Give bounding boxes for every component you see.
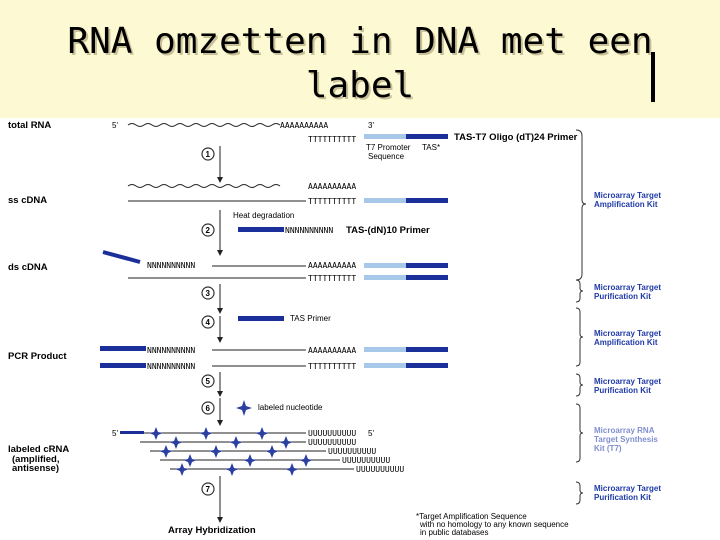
crna-five-prime: 5'	[112, 429, 118, 438]
title-accent-bar	[651, 52, 655, 102]
footnote-line-1: *Target Amplification Sequence	[416, 512, 527, 521]
pcr-tas-right-bottom	[406, 363, 448, 368]
step-2-circle	[201, 223, 215, 237]
kit-3-line-2: Amplification Kit	[594, 338, 658, 347]
title-line-2: label	[305, 65, 415, 106]
row-label-pcr-product: PCR Product	[8, 351, 67, 362]
labeled-nucleotide-markers	[149, 427, 313, 476]
heat-degradation-label: Heat degradation	[233, 211, 294, 220]
pcr-t7-top	[364, 347, 406, 352]
kit-4-line-1: Microarray Target	[594, 377, 661, 386]
ss-tas-segment	[406, 198, 448, 203]
ds-polyt: TTTTTTTTTT	[308, 274, 356, 283]
tas-primer-bar	[238, 316, 284, 321]
step-6-circle	[201, 401, 215, 415]
ss-mrna-strand	[127, 184, 281, 188]
kit-6-line-1: Microarray Target	[594, 484, 661, 493]
kit-3-line-1: Microarray Target	[594, 329, 661, 338]
ss-polya: AAAAAAAAAA	[308, 182, 356, 191]
pcr-random-top: NNNNNNNNNN	[147, 346, 195, 355]
ds-tas-bottom	[406, 275, 448, 280]
step-1-number: 1	[206, 150, 211, 159]
pcr-t7-bottom	[364, 363, 406, 368]
rna-amplification-diagram: total RNA ss cDNA ds cDNA PCR Product la…	[8, 120, 661, 537]
row-label-ds-cdna: ds cDNA	[8, 262, 48, 273]
footnote-line-3: in public databases	[420, 528, 489, 537]
kit-5-line-2: Target Synthesis	[594, 435, 658, 444]
step-7-circle	[201, 482, 215, 496]
step-5-number: 5	[206, 377, 211, 386]
random-primer-seq: NNNNNNNNNN	[285, 226, 333, 235]
ss-polyt: TTTTTTTTTT	[308, 197, 356, 206]
t7-promoter-label-1: T7 Promoter	[366, 143, 411, 152]
ds-tas-top	[406, 263, 448, 268]
pcr-polyt: TTTTTTTTTT	[308, 362, 356, 371]
footnote-line-2: with no homology to any known sequence	[419, 520, 569, 529]
crna-polyu-1: UUUUUUUUUU	[308, 429, 356, 438]
row-label-labeled-crna: labeled cRNA	[8, 444, 69, 455]
pcr-tas-right-top	[406, 347, 448, 352]
pcr-polya: AAAAAAAAAA	[308, 346, 356, 355]
tas-t7-primer-label: TAS-T7 Oligo (dT)24 Primer	[454, 132, 578, 143]
kit-1-line-2: Amplification Kit	[594, 200, 658, 209]
row-label-antisense: antisense)	[12, 463, 59, 474]
tas-primer-label: TAS Primer	[290, 314, 331, 323]
step-4-circle	[201, 315, 215, 329]
polya-tail: AAAAAAAAAA	[280, 121, 328, 130]
crna-polyu-3: UUUUUUUUUU	[328, 447, 376, 456]
kit-brackets	[575, 129, 587, 505]
kit-2-line-2: Purification Kit	[594, 292, 651, 301]
tas-segment	[406, 134, 448, 139]
row-label-ss-cdna: ss cDNA	[8, 195, 47, 206]
labeled-nucleotide-icon	[236, 400, 252, 416]
kit-5-line-3: Kit (T7)	[594, 444, 622, 453]
step-1-circle	[201, 147, 215, 161]
pcr-tas-bottom	[100, 363, 146, 368]
step-5-circle	[201, 374, 215, 388]
step-7-number: 7	[206, 485, 211, 494]
kit-5-line-1: Microarray RNA	[594, 426, 655, 435]
labeled-nucleotide-label: labeled nucleotide	[258, 403, 323, 412]
kit-6-line-2: Purification Kit	[594, 493, 651, 502]
slide-title: RNA omzetten in DNA met een label	[40, 20, 680, 108]
row-label-amplified: (amplified,	[12, 454, 60, 465]
crna-template-tas	[120, 431, 144, 434]
ss-t7-segment	[364, 198, 406, 203]
t7-promoter-segment	[364, 134, 406, 139]
pcr-random-bottom: NNNNNNNNNN	[147, 362, 195, 371]
kit-1-line-1: Microarray Target	[594, 191, 661, 200]
step-2-number: 2	[206, 226, 211, 235]
three-prime-end: 3'	[368, 121, 374, 130]
step-4-number: 4	[206, 318, 211, 327]
crna-polyu-5: UUUUUUUUUU	[356, 465, 404, 474]
step-6-number: 6	[206, 404, 211, 413]
kit-2-line-1: Microarray Target	[594, 283, 661, 292]
ds-random-seq: NNNNNNNNNN	[147, 261, 195, 270]
title-band	[0, 0, 720, 118]
step-3-number: 3	[206, 289, 211, 298]
title-line-1: RNA omzetten in DNA met een	[67, 21, 653, 62]
oligo-dt-sequence: TTTTTTTTTT	[308, 135, 356, 144]
five-prime-end: 5'	[112, 121, 118, 130]
ds-polya: AAAAAAAAAA	[308, 261, 356, 270]
kit-4-line-2: Purification Kit	[594, 386, 651, 395]
ds-t7-top	[364, 263, 406, 268]
mrna-strand	[127, 123, 281, 127]
crna-polyu-4: UUUUUUUUUU	[342, 456, 390, 465]
t7-promoter-label-2: Sequence	[368, 152, 405, 161]
ds-tas-overhang	[102, 250, 141, 264]
step-3-circle	[201, 286, 215, 300]
row-label-total-rna: total RNA	[8, 120, 51, 131]
crna-polyu-2: UUUUUUUUUU	[308, 438, 356, 447]
tas-star-label: TAS*	[422, 143, 440, 152]
row-label-array-hybridization: Array Hybridization	[168, 525, 256, 536]
crna-three-prime: 5'	[368, 429, 374, 438]
tas-dn-primer-label: TAS-(dN)10 Primer	[346, 225, 430, 236]
random-primer-tas	[238, 227, 284, 232]
ds-t7-bottom	[364, 275, 406, 280]
pcr-tas-top	[100, 346, 146, 351]
